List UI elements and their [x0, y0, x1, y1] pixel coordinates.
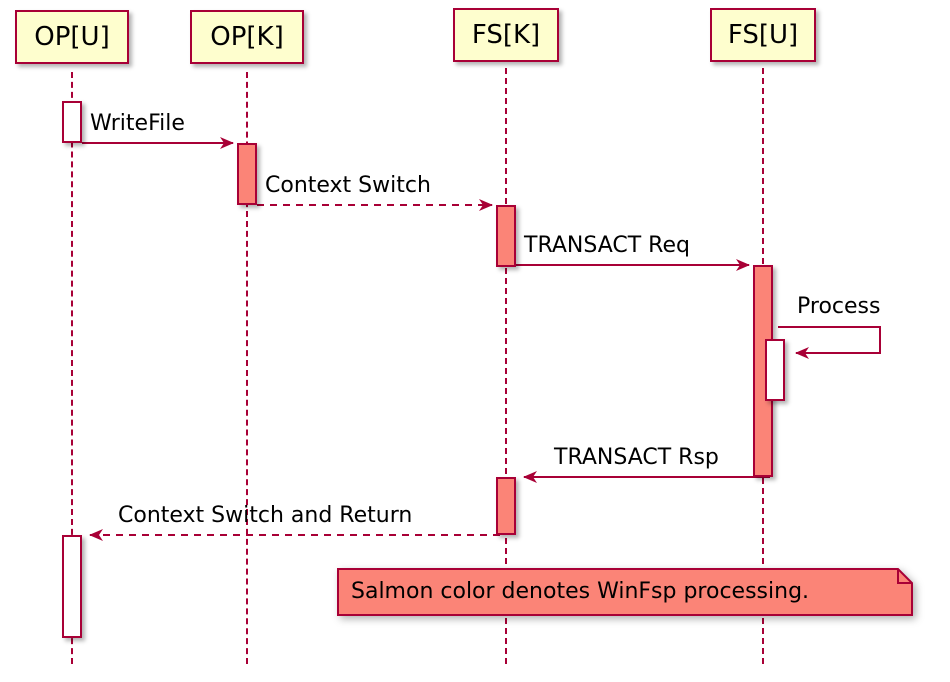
message-label-context-switch-return: Context Switch and Return: [118, 503, 413, 528]
participant-fs-u[interactable]: FS[U]: [710, 8, 816, 62]
activation-op-u-return: [62, 535, 82, 638]
participant-op-u[interactable]: OP[U]: [15, 10, 129, 64]
participant-fs-k[interactable]: FS[K]: [453, 8, 559, 62]
participant-op-k[interactable]: OP[K]: [190, 10, 304, 64]
activation-fs-k-request: [496, 205, 516, 267]
activation-op-k: [237, 143, 257, 205]
note-body: [337, 568, 913, 616]
participant-fs-k-label: FS[K]: [471, 20, 541, 50]
message-label-transact-req: TRANSACT Req: [524, 233, 690, 258]
activation-fs-k-response: [496, 477, 516, 535]
participant-fs-u-label: FS[U]: [727, 20, 799, 50]
message-arrow-process-self: [778, 326, 881, 359]
participant-op-k-label: OP[K]: [210, 22, 284, 52]
lifeline-fs-k: [505, 68, 507, 664]
participant-op-u-label: OP[U]: [34, 22, 110, 52]
message-label-transact-rsp: TRANSACT Rsp: [554, 445, 719, 470]
lifeline-op-u: [71, 72, 73, 664]
activation-fs-u-process: [765, 339, 785, 401]
lifeline-op-k: [246, 72, 248, 664]
message-label-process: Process: [797, 294, 881, 319]
note-text: Salmon color denotes WinFsp processing.: [351, 579, 810, 604]
note-salmon-legend: Salmon color denotes WinFsp processing.: [337, 568, 913, 616]
activation-op-u-writefile: [62, 101, 82, 143]
message-label-context-switch: Context Switch: [265, 173, 431, 198]
message-label-writefile: WriteFile: [90, 111, 185, 136]
note-fold-corner: [897, 569, 912, 584]
